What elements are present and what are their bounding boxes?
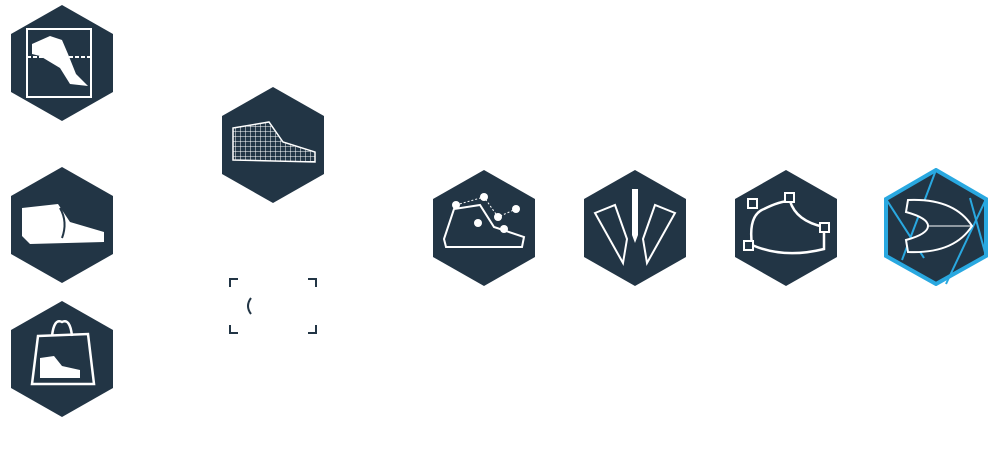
loading-spinner-icon — [229, 278, 317, 334]
last-measure-icon[interactable] — [10, 4, 114, 122]
pattern-pencil-icon[interactable] — [583, 169, 687, 287]
shoe-points-icon[interactable] — [432, 169, 536, 287]
mesh-shoe-icon[interactable] — [221, 86, 325, 204]
sole-3d-icon[interactable] — [884, 168, 988, 286]
shoe-last-icon[interactable] — [10, 166, 114, 284]
shopping-bag-shoe-icon[interactable] — [10, 300, 114, 418]
shoe-bezier-icon[interactable] — [734, 169, 838, 287]
